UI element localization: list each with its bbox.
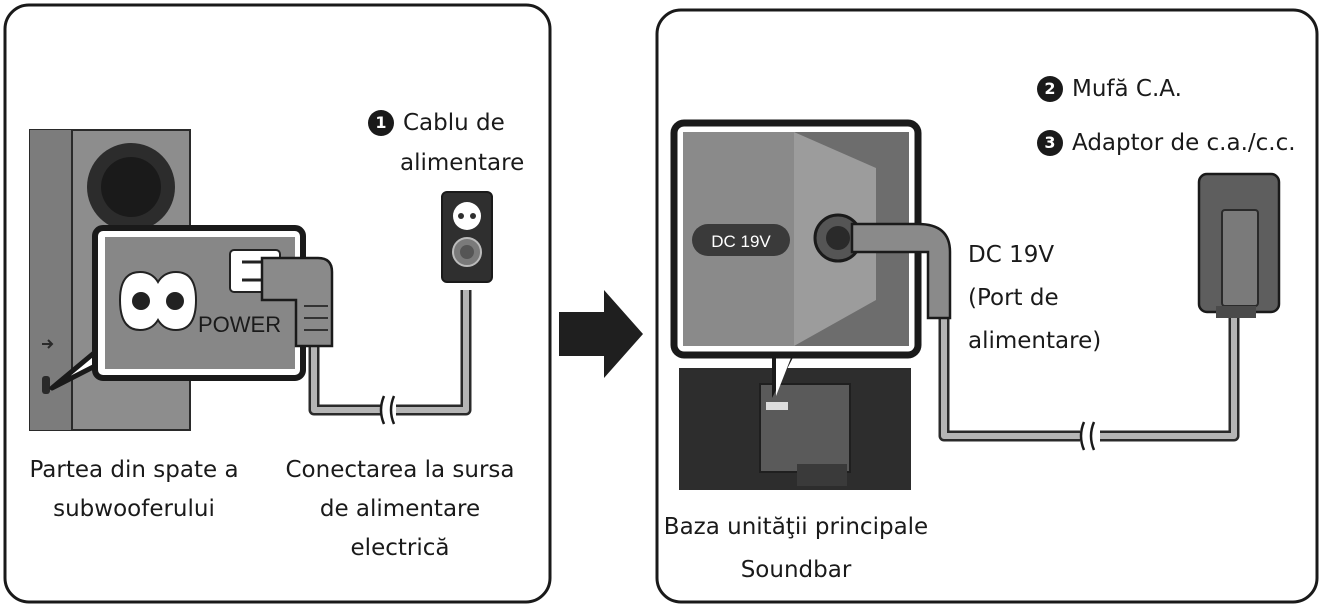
cable-label-line2: alimentare [400,150,525,176]
caption-connect-line1: Conectarea la sursa [285,457,515,483]
dc-tag: DC 19V [711,232,771,251]
cable-label-line1: Cablu de [403,110,505,136]
port-label-line3: alimentare) [968,328,1102,354]
callout-power-cable: 1 Cablu de [368,104,505,142]
caption-back-line2: subwooferului [53,496,215,522]
power-inlet-inset [49,225,306,391]
port-label-line2: (Port de [968,285,1059,311]
caption-connect-line3: electrică [350,535,450,561]
callout-number-2: 2 [1037,76,1063,102]
caption-back-line1: Partea din spate a [29,457,239,483]
callout-plug: 2 Mufă C.A. [1037,70,1182,108]
dc-port-inset: DC 19V [670,119,922,398]
power-label: POWER [198,312,282,337]
callout-number-1: 1 [368,110,394,136]
adapter-label: Adaptor de c.a./c.c. [1072,130,1296,156]
dc-cable [850,222,1240,451]
port-label-line1: DC 19V [968,242,1055,268]
wall-outlet [441,191,493,283]
caption-connect-line2: de alimentare [319,496,481,522]
ac-adapter [1197,172,1281,318]
callout-number-3: 3 [1037,130,1063,156]
caption-soundbar-line1: Baza unităţii principale [663,514,929,540]
soundbar-base [679,368,911,490]
arrow-icon [559,290,643,378]
power-cable [260,256,472,425]
plug-label: Mufă C.A. [1072,76,1182,102]
caption-soundbar-line2: Soundbar [740,557,852,583]
callout-adapter: 3 Adaptor de c.a./c.c. [1037,124,1296,162]
